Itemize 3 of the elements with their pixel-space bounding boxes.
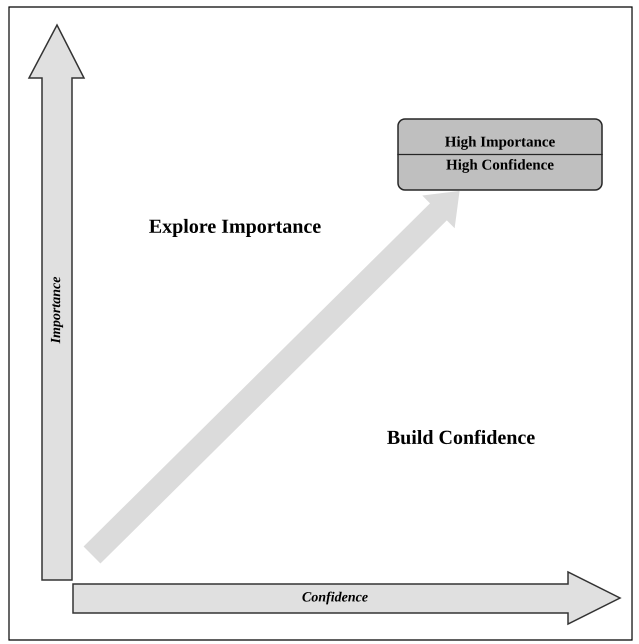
- quadrant-label: Explore Importance: [149, 218, 321, 238]
- quadrant-box: High Importance High Confidence: [397, 118, 603, 191]
- quadrant-label: Build Confidence: [387, 430, 535, 444]
